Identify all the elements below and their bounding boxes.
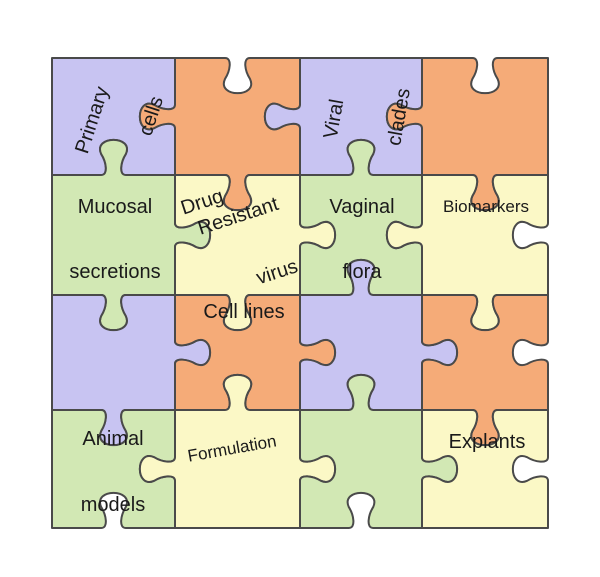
label-animal: Animal (82, 428, 143, 450)
label-flora: flora (343, 261, 383, 283)
label-vaginal: Vaginal (329, 196, 394, 218)
label-models: models (81, 494, 145, 516)
puzzle-pieces (51, 57, 549, 529)
label-secretions: secretions (69, 261, 160, 283)
label-biomarkers: Biomarkers (443, 197, 529, 216)
puzzle-piece-r3-c3 (421, 409, 549, 529)
label-explants: Explants (449, 431, 526, 453)
label-mucosal: Mucosal (78, 196, 152, 218)
label-cell-lines: Cell lines (203, 301, 284, 323)
puzzle-labels: Primary cells Viral clades Mucosal secre… (69, 84, 529, 516)
